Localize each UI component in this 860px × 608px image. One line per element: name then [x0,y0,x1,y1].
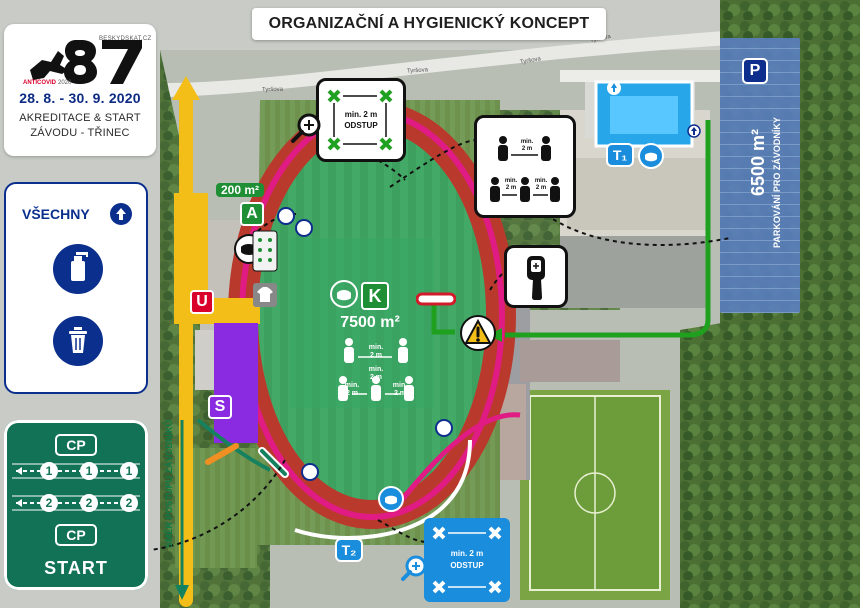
zone-s-badge: S [208,395,232,419]
lane-2-marker-b: 2 [80,494,98,512]
field-person-spacing-right-value: 2 m [393,390,407,397]
start-label: START [44,558,108,578]
route-arrow [175,585,189,600]
distance-sign-bottom-odstup: ODSTUP [450,561,484,570]
tshirt-icon [253,283,277,307]
lane-1-marker-b: 1 [80,462,98,480]
yellow-arrow [172,76,200,100]
magnifier-plus-bottom-icon [401,555,427,581]
lane-row-1: 1 1 1 [12,460,140,482]
parking-badge: P [742,58,768,84]
distance-sign-bottom: min. 2 m ODSTUP [424,518,510,602]
field-person-spacing-right-min: min. [392,382,408,389]
warning-icon [460,315,496,351]
parking-note: PARKOVÁNÍ PRO ZÁVODNÍKY [772,117,782,248]
pool-info-icon [607,81,621,95]
checkpoint-label-bottom: CP [55,524,97,546]
person-sign-spacing-left: min. 2 m [501,178,521,192]
route-direction-label: SMĚR POSTUPU ZÁVODNÍKŮ [164,419,174,548]
distance-sign-bottom-min: min. 2 m [450,549,484,558]
event-subtitle-line-2: ZÁVODU - TŘINEC [30,127,130,139]
person-distance-sign: min. 2 m min. 2 m min. 2 m [474,115,576,218]
yellow-route-area [174,298,260,324]
toilet-t2-badge: T₂ [335,538,363,562]
field-person-spacing-top: min. 2 m [366,344,386,360]
person-sign-spacing-right: min. 2 m [531,178,551,192]
lane-1-marker-a: 1 [40,462,58,480]
field-person-spacing-top-value: 2 m [369,352,383,359]
queue-tables-icon [252,230,278,272]
lane-2-marker-a: 2 [40,494,58,512]
event-dates: 28. 8. - 30. 9. 2020 [19,90,141,106]
green-route [505,120,711,338]
face-mask-icon [330,280,358,308]
lane-row-2: 2 2 2 [12,492,140,514]
zone-u-badge: U [190,290,214,314]
street-label-left: Tyršova [261,86,284,94]
toilet-t1-badge: T₁ [606,143,634,167]
person-sign-spacing-right-value: 2 m [535,185,547,191]
page-title-text: ORGANIZAČNÍ A HYGIENICKÝ KONCEPT [268,15,590,32]
person-sign-spacing-top-min: min. [520,139,534,145]
distance-sign-top-odstup: ODSTUP [344,121,378,130]
white-route [294,439,472,540]
field-person-spacing-top-min: min. [368,344,384,351]
barrier-icon [416,292,456,306]
logo-site-text: BESKYDSKAT.CZ [99,36,152,42]
lane-1-marker-c: 1 [120,462,138,480]
field-area-size: 7500 m² [340,314,400,331]
parking-area-size: 6500 m² [748,128,768,196]
parking-zone [720,38,800,313]
field-person-spacing-left-value: 2 m [345,390,359,397]
person-sign-spacing-left-min: min. [504,178,518,184]
distance-sign-top: min. 2 m ODSTUP [316,78,406,162]
thermometer-sign [504,245,568,308]
purple-zone [214,323,258,443]
person-sign-spacing-right-min: min. [534,178,548,184]
legend-title: VŠECHNY [22,206,90,222]
person-sign-spacing-left-value: 2 m [505,185,517,191]
race-logo [30,40,142,84]
field-person-spacing-middle-min: min. [368,366,384,373]
hand-sanitizer-icon [53,244,103,294]
legend-panel: VŠECHNY [4,182,148,394]
access-point-icon [687,124,701,138]
field-person-spacing-middle: min. 2 m [366,366,386,382]
thermometer-icon [527,256,545,300]
person-sign-spacing-top-value: 2 m [521,146,533,152]
event-subtitle: AKREDITACE & START ZÁVODU - TŘINEC [4,111,156,141]
field-person-spacing-left: min. 2 m [342,382,362,398]
main-field [258,130,486,500]
lane-2-marker-c: 2 [120,494,138,512]
zone-a-badge: A [240,202,264,226]
field-person-spacing-middle-value: 2 m [369,374,383,381]
page-title: ORGANIZAČNÍ A HYGIENICKÝ KONCEPT [252,8,606,40]
magnifier-plus-icon [291,113,321,143]
logo-year-text: 2020 [58,80,72,86]
arrow-up-icon [110,203,132,225]
checkpoint-panel: CP 1 1 1 2 2 2 CP START [4,420,148,590]
distancing-field-icon [338,338,414,401]
mask-t1-icon [638,143,664,169]
trash-bin-icon [53,316,103,366]
distance-sign-top-min: min. 2 m [344,110,378,119]
mask-t2-icon [378,486,404,512]
event-logo-card: BESKYDSKAT.CZ ANTICOVID 2020 28. 8. - 30… [4,24,156,156]
checkpoint-label-top: CP [55,434,97,456]
event-subtitle-line-1: AKREDITACE & START [19,112,141,124]
field-person-spacing-left-min: min. [344,382,360,389]
person-sign-spacing-top: min. 2 m [517,139,537,153]
zone-k-badge: K [361,282,389,310]
field-person-spacing-right: min. 2 m [390,382,410,398]
logo-anticovid-text: ANTICOVID [23,80,56,86]
area-a-size: 200 m² [216,183,264,197]
forest-area [680,300,860,608]
